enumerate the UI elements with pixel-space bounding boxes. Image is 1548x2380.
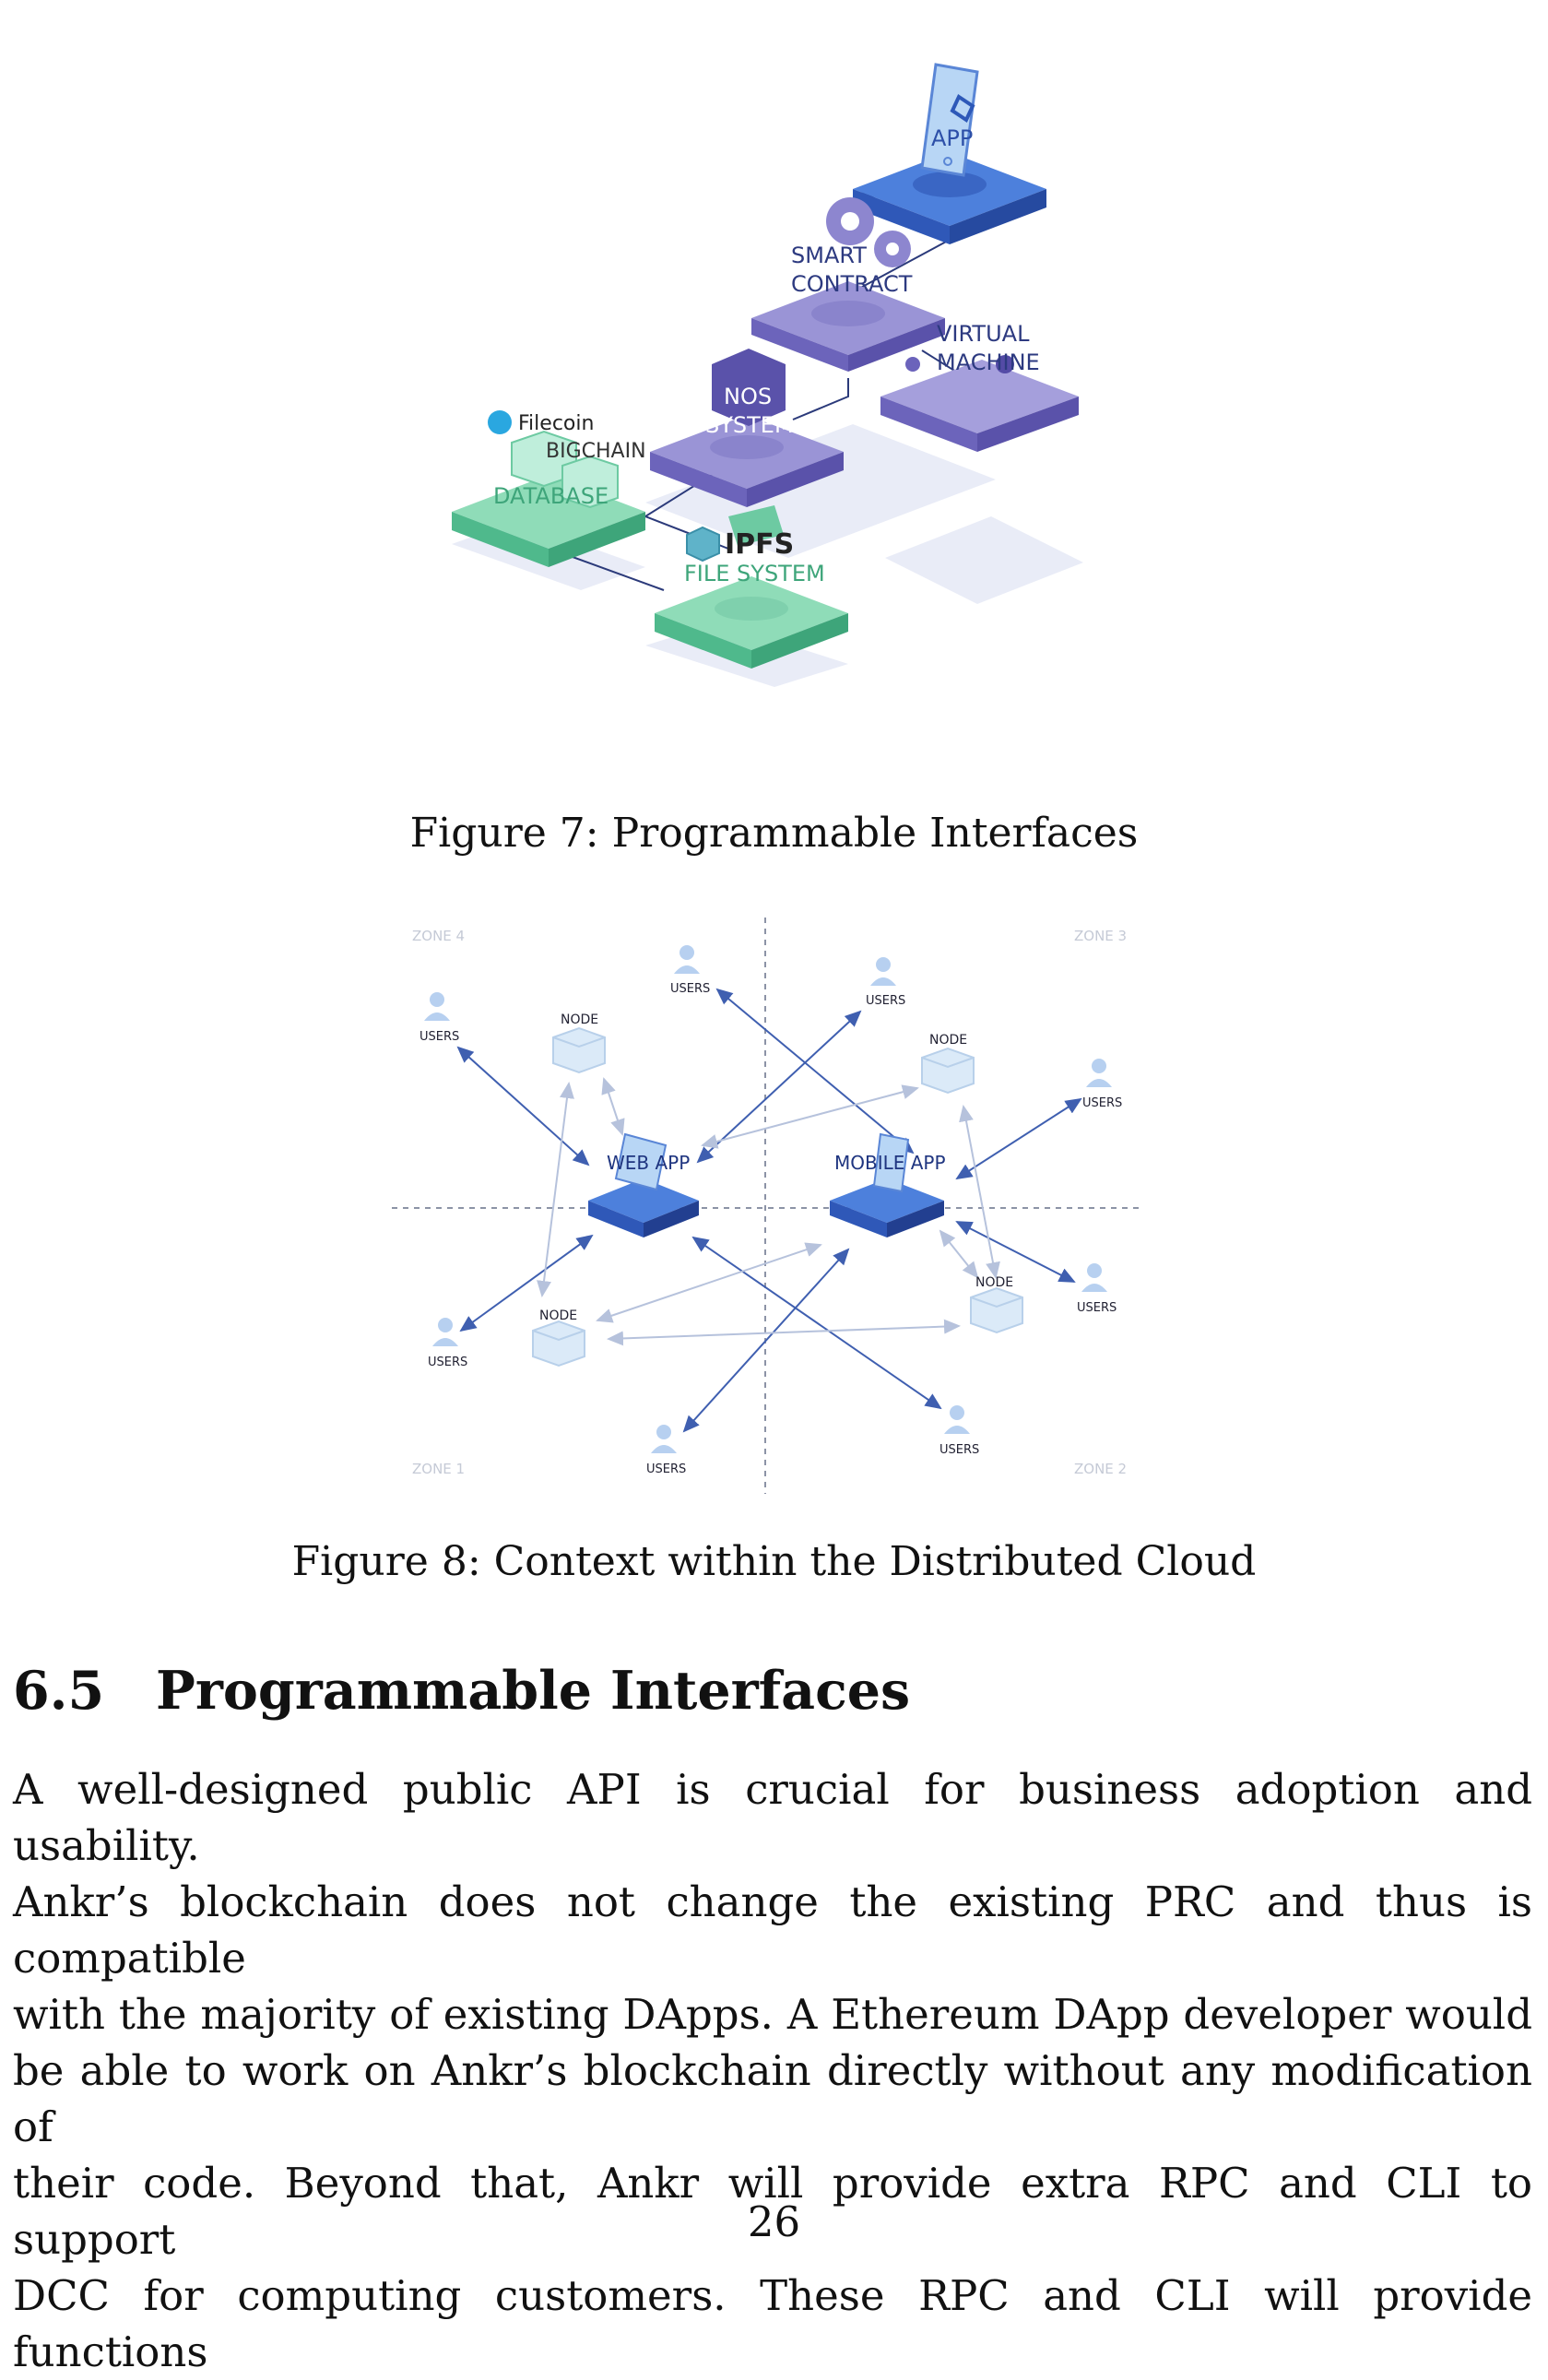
user-icon xyxy=(944,1405,970,1434)
mobile-app-label: MOBILE APP xyxy=(834,1152,946,1174)
paragraph-line: A well-designed public API is crucial fo… xyxy=(13,1765,1532,1870)
label-machine: MACHINE xyxy=(937,349,1040,375)
zone-1-label: ZONE 1 xyxy=(412,1461,465,1477)
zone-4-label: ZONE 4 xyxy=(412,928,465,944)
section-title: Programmable Interfaces xyxy=(156,1660,911,1722)
node-arrows xyxy=(537,1077,1000,1346)
paragraph-line: be able to work on Ankr’s blockchain dir… xyxy=(13,2046,1532,2151)
label-nos: NOS xyxy=(724,384,772,409)
virtual-machine-platform xyxy=(880,355,1079,452)
browser-icon xyxy=(614,1132,668,1191)
section-heading: 6.5 Programmable Interfaces xyxy=(13,1660,910,1722)
ipfs-platform xyxy=(655,505,848,669)
label-smart: SMART xyxy=(791,243,867,268)
web-app-platform xyxy=(588,1132,699,1237)
node-label-bottom-left: NODE xyxy=(539,1308,577,1323)
user-icon xyxy=(424,992,450,1021)
users-label: USERS xyxy=(1082,1096,1122,1110)
node-bottom-left xyxy=(532,1320,585,1368)
users-icons xyxy=(424,945,1112,1453)
users-label: USERS xyxy=(428,1356,467,1369)
users-label: USERS xyxy=(419,1030,459,1044)
user-icon xyxy=(1086,1059,1112,1087)
label-virtual: VIRTUAL xyxy=(937,321,1030,347)
phone-icon xyxy=(872,1132,910,1193)
users-label: USERS xyxy=(939,1443,979,1457)
paragraph-line: DCC for computing customers. These RPC a… xyxy=(13,2271,1532,2376)
figure-8-caption: Figure 8: Context within the Distributed… xyxy=(291,1538,1257,1585)
figure-8-diagram: ZONE 4 ZONE 3 ZONE 1 ZONE 2 WEB APP xyxy=(392,918,1143,1494)
paragraph-line: Ankr’s blockchain does not change the ex… xyxy=(13,1877,1532,1983)
web-app-label: WEB APP xyxy=(607,1152,690,1174)
page-number: 26 xyxy=(747,2197,801,2246)
label-filecoin: Filecoin xyxy=(518,412,594,435)
node-label-top-right: NODE xyxy=(929,1033,967,1048)
user-icon xyxy=(870,957,896,986)
label-database: DATABASE xyxy=(493,483,609,509)
ipfs-cube-icon xyxy=(686,526,720,562)
label-ipfs: IPFS xyxy=(725,528,794,561)
app-platform xyxy=(853,63,1046,244)
label-app: APP xyxy=(931,125,973,151)
user-app-arrows xyxy=(456,988,1082,1433)
smart-contract-platform xyxy=(751,197,945,372)
users-label: USERS xyxy=(1077,1301,1117,1315)
figure-7-caption: Figure 7: Programmable Interfaces xyxy=(409,810,1139,857)
label-bigchain: BIGCHAIN xyxy=(546,440,646,463)
label-filesystem: FILE SYSTEM xyxy=(684,561,825,586)
node-bottom-right xyxy=(970,1286,1023,1334)
user-icon xyxy=(651,1425,677,1453)
user-icon xyxy=(674,945,700,974)
label-system: SYSTEM xyxy=(705,412,794,438)
database-platform xyxy=(452,410,645,567)
user-icon xyxy=(432,1318,458,1346)
node-top-left xyxy=(552,1026,606,1074)
zone-axes xyxy=(392,918,1143,1494)
users-label: USERS xyxy=(670,982,710,996)
user-icon xyxy=(1081,1263,1107,1292)
phone-icon xyxy=(920,63,979,177)
filecoin-icon xyxy=(488,410,512,434)
paragraph-line: with the majority of existing DApps. A E… xyxy=(13,1990,1532,2039)
node-top-right xyxy=(921,1047,975,1095)
zone-2-label: ZONE 2 xyxy=(1074,1461,1127,1477)
users-label: USERS xyxy=(866,994,905,1008)
node-label-top-left: NODE xyxy=(561,1012,598,1027)
gear-icon xyxy=(826,197,911,267)
nos-system-platform xyxy=(650,349,844,507)
node-label-bottom-right: NODE xyxy=(975,1275,1013,1290)
section-number: 6.5 xyxy=(13,1660,105,1722)
figure-7-diagram: APP SMART CONTRACT VIRTUAL MACHINE NOS S… xyxy=(452,63,1083,687)
label-contract: CONTRACT xyxy=(791,271,913,297)
users-label: USERS xyxy=(646,1462,686,1476)
mobile-app-platform xyxy=(830,1132,944,1237)
body-paragraph: A well-designed public API is crucial fo… xyxy=(13,1761,1532,2380)
zone-3-label: ZONE 3 xyxy=(1074,928,1127,944)
